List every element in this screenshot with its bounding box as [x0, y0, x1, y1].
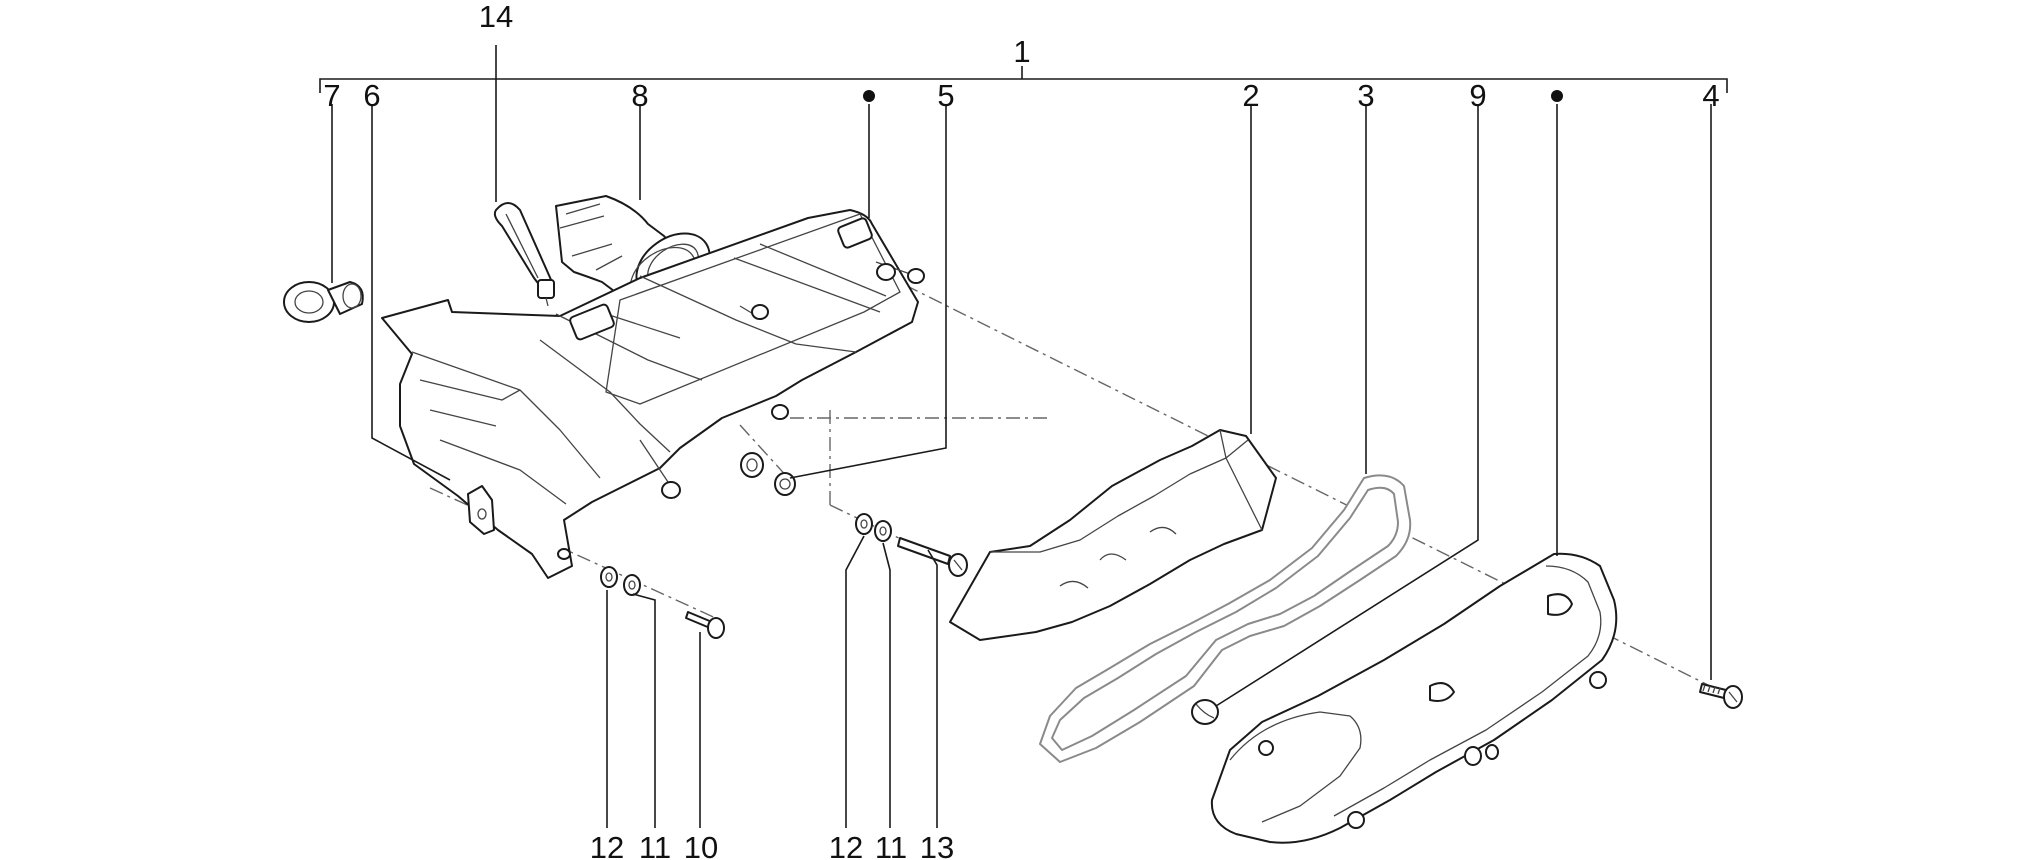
assembly-bracket [319, 66, 1728, 93]
middle-hardware-stack [855, 513, 968, 577]
part-4-screw [1699, 683, 1743, 709]
callout-3: 3 [1357, 78, 1374, 113]
callout-8: 8 [631, 78, 648, 113]
callout-7: 7 [323, 78, 340, 113]
part-7-elbow-fitting [283, 281, 364, 323]
part-3-gasket [1039, 474, 1412, 763]
bullet-marker-left [863, 90, 875, 102]
leader-lines [331, 45, 1712, 828]
filter-cover [1210, 552, 1618, 844]
part-6-grommet [467, 485, 495, 535]
part-9-cap [1191, 699, 1219, 725]
callout-12-left: 12 [590, 830, 624, 860]
callout-11-middle: 11 [875, 830, 907, 860]
bullet-marker-right [1551, 90, 1563, 102]
callout-5: 5 [937, 78, 954, 113]
part-14-clamp [493, 202, 555, 307]
left-hardware-stack [600, 566, 725, 639]
callout-14: 14 [479, 0, 513, 34]
callout-13: 13 [920, 830, 954, 860]
callout-12-middle: 12 [829, 830, 863, 860]
callout-6: 6 [363, 78, 380, 113]
part-6-airbox-housing [381, 209, 925, 579]
part-2-filter-element [949, 429, 1277, 641]
callout-9: 9 [1469, 78, 1486, 113]
callout-10: 10 [684, 830, 718, 860]
callout-4: 4 [1702, 78, 1719, 113]
callout-11-left: 11 [639, 830, 671, 860]
callout-2: 2 [1242, 78, 1259, 113]
part-5-washers [740, 452, 796, 496]
callout-1: 1 [1013, 34, 1030, 69]
